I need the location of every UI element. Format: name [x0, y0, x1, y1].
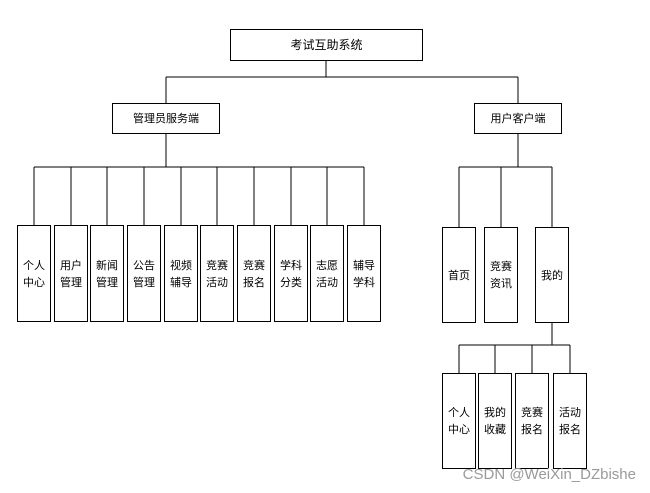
admin-child-line1: 用户 — [60, 258, 82, 272]
client-child-line1: 首页 — [448, 268, 470, 282]
admin-child-line2: 中心 — [23, 275, 45, 289]
mine-child-line2: 收藏 — [484, 423, 506, 436]
admin-child-node: 竞赛报名 — [237, 225, 271, 322]
admin-child-line1: 志愿 — [316, 258, 338, 272]
admin-child-node: 个人中心 — [17, 225, 51, 322]
admin-child-line1: 辅导 — [353, 258, 375, 272]
admin-child-line1: 竞赛 — [206, 258, 228, 272]
admin-child-line2: 活动 — [206, 275, 228, 289]
client-node: 用户客户端 — [474, 103, 562, 134]
mine-child-line2: 报名 — [521, 423, 543, 436]
client-child-node: 竞赛资讯 — [484, 227, 518, 323]
admin-child-line1: 视频 — [170, 258, 192, 272]
admin-label: 管理员服务端 — [133, 112, 199, 125]
admin-child-line2: 管理 — [60, 275, 82, 289]
admin-child-node: 用户管理 — [54, 225, 88, 322]
admin-child-node: 辅导学科 — [347, 225, 381, 322]
admin-node: 管理员服务端 — [112, 103, 220, 134]
admin-child-line2: 报名 — [243, 275, 265, 289]
watermark-text: CSDN @WeiXin_DZbishe — [462, 466, 636, 483]
mine-node: 我的 — [535, 227, 569, 323]
mine-child-line2: 中心 — [448, 423, 470, 436]
mine-child-node: 活动报名 — [553, 373, 587, 469]
admin-child-node: 视频辅导 — [164, 225, 198, 322]
admin-child-line1: 公告 — [133, 258, 155, 272]
admin-child-line1: 竞赛 — [243, 258, 265, 272]
admin-child-line2: 分类 — [280, 275, 302, 289]
client-child-node: 首页 — [442, 227, 476, 323]
admin-child-line1: 个人 — [23, 258, 45, 272]
mine-child-line1: 我的 — [484, 406, 506, 419]
mine-child-line1: 活动 — [559, 406, 581, 419]
mine-child-line1: 个人 — [448, 406, 470, 419]
admin-child-node: 公告管理 — [127, 225, 161, 322]
admin-child-line1: 学科 — [280, 258, 302, 272]
admin-child-node: 学科分类 — [274, 225, 308, 322]
client-child-line2: 资讯 — [490, 277, 512, 290]
admin-child-node: 竞赛活动 — [200, 225, 234, 322]
mine-child-line1: 竞赛 — [521, 406, 543, 419]
admin-child-line2: 管理 — [96, 275, 118, 289]
client-label: 用户客户端 — [490, 112, 546, 125]
mine-child-node: 个人中心 — [442, 373, 476, 469]
admin-child-line2: 学科 — [353, 275, 375, 289]
admin-child-line2: 管理 — [133, 275, 155, 289]
mine-child-line2: 报名 — [559, 423, 581, 436]
admin-child-node: 志愿活动 — [310, 225, 344, 322]
admin-child-node: 新闻管理 — [90, 225, 124, 322]
mine-child-node: 我的收藏 — [478, 373, 512, 469]
client-child-line1: 竞赛 — [490, 260, 512, 273]
root-label: 考试互助系统 — [290, 37, 363, 52]
root-node: 考试互助系统 — [230, 29, 423, 61]
admin-child-line1: 新闻 — [96, 258, 118, 272]
client-child-line1: 我的 — [541, 268, 563, 282]
admin-child-line2: 辅导 — [170, 275, 192, 289]
admin-child-line2: 活动 — [316, 275, 338, 289]
mine-child-node: 竞赛报名 — [515, 373, 549, 469]
